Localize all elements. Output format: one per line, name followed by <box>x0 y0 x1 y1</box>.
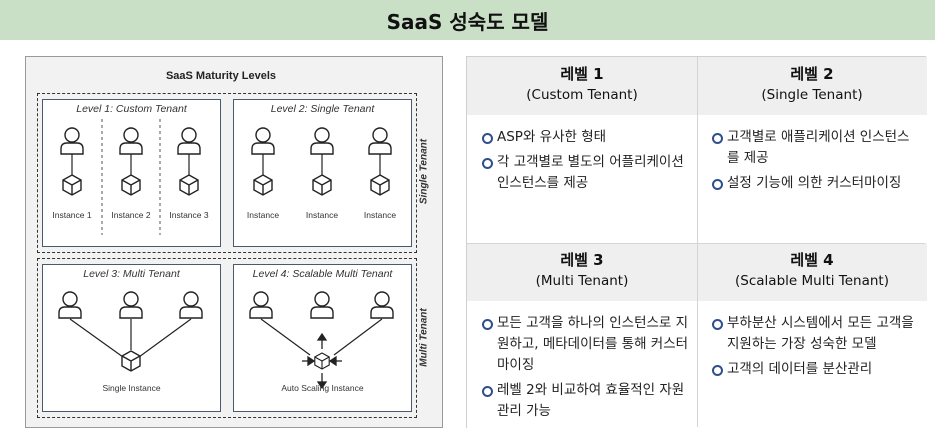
user-icon <box>60 127 84 155</box>
instance-label: Auto Scaling Instance <box>281 383 364 393</box>
cell-header: 레벨 2 (Single Tenant) <box>697 57 927 115</box>
user-icon <box>58 291 82 319</box>
cell-header: 레벨 1 (Custom Tenant) <box>467 57 697 115</box>
level-name: 레벨 2 <box>790 65 834 83</box>
level-1-icons <box>60 119 201 235</box>
cube-icon <box>121 350 141 372</box>
level-subtitle: (Scalable Multi Tenant) <box>735 273 889 289</box>
user-icon <box>251 127 275 155</box>
panel-title: Level 2: Single Tenant <box>270 103 375 115</box>
level-subtitle: (Custom Tenant) <box>526 87 638 103</box>
saas-maturity-diagram: SaaS Maturity Levels Single Tenant Multi… <box>25 56 443 428</box>
cell-header: 레벨 3 (Multi Tenant) <box>467 243 697 301</box>
level-4-icons <box>249 291 394 390</box>
user-icon <box>177 127 201 155</box>
level-2-cell: 레벨 2 (Single Tenant) 고객별로 애플리케이션 인스턴스를 제… <box>697 57 927 243</box>
cube-icon <box>314 352 330 370</box>
user-icon <box>179 291 203 319</box>
level-2-icons <box>251 127 392 196</box>
user-icon <box>368 127 392 155</box>
bullet-item: 부하분산 시스템에서 모든 고객을 지원하는 가장 성숙한 모델 <box>711 313 919 355</box>
user-icon <box>119 127 143 155</box>
level-subtitle: (Multi Tenant) <box>535 273 629 289</box>
user-icon <box>119 291 143 319</box>
bullet-item: 고객별로 애플리케이션 인스턴스를 제공 <box>711 127 919 169</box>
cube-icon <box>253 174 273 196</box>
instance-label: Instance 1 <box>52 210 92 220</box>
multi-tenant-group <box>37 258 417 418</box>
user-icon <box>310 127 334 155</box>
instance-label: Instance <box>305 210 339 220</box>
page-title: SaaS 성숙도 모델 <box>0 0 935 40</box>
diagram-icons <box>58 119 394 390</box>
cube-icon <box>179 174 199 196</box>
panel-title: Level 1: Custom Tenant <box>76 103 187 115</box>
level-name: 레벨 3 <box>560 251 604 269</box>
user-icon <box>370 291 394 319</box>
levels-grid: 레벨 1 (Custom Tenant) ASP와 유사한 형태 각 고객별로 … <box>466 56 927 429</box>
arrow-icon <box>302 332 342 390</box>
bullet-list: 부하분산 시스템에서 모든 고객을 지원하는 가장 성숙한 모델 고객의 데이터… <box>711 313 919 384</box>
instance-label: Single Instance <box>102 383 161 393</box>
level-name: 레벨 4 <box>790 251 834 269</box>
user-icon <box>310 291 334 319</box>
instance-label: Instance 3 <box>169 210 209 220</box>
panel-title: Level 4: Scalable Multi Tenant <box>252 268 393 280</box>
level-3-cell: 레벨 3 (Multi Tenant) 모든 고객을 하나의 인스턴스로 지원하… <box>467 243 697 429</box>
cell-header: 레벨 4 (Scalable Multi Tenant) <box>697 243 927 301</box>
bullet-item: 모든 고객을 하나의 인스턴스로 지원하고, 메타데이터를 통해 커스터마이징 <box>481 313 689 376</box>
bullet-item: ASP와 유사한 형태 <box>481 127 689 148</box>
bullet-list: 고객별로 애플리케이션 인스턴스를 제공 설정 기능에 의한 커스터마이징 <box>711 127 919 198</box>
level-subtitle: (Single Tenant) <box>761 87 863 103</box>
bullet-item: 설정 기능에 의한 커스터마이징 <box>711 173 919 194</box>
cube-icon <box>121 174 141 196</box>
bullet-item: 레벨 2와 비교하여 효율적인 자원관리 가능 <box>481 380 689 422</box>
cube-icon <box>62 174 82 196</box>
level-4-cell: 레벨 4 (Scalable Multi Tenant) 부하분산 시스템에서 … <box>697 243 927 429</box>
cube-icon <box>370 174 390 196</box>
bullet-item: 고객의 데이터를 분산관리 <box>711 359 919 380</box>
bullet-list: 모든 고객을 하나의 인스턴스로 지원하고, 메타데이터를 통해 커스터마이징 … <box>481 313 689 426</box>
bullet-list: ASP와 유사한 형태 각 고객별로 별도의 어플리케이션 인스턴스를 제공 <box>481 127 689 198</box>
instance-label: Instance <box>363 210 397 220</box>
grid-divider <box>697 57 698 427</box>
level-1-cell: 레벨 1 (Custom Tenant) ASP와 유사한 형태 각 고객별로 … <box>467 57 697 243</box>
level-3-icons <box>58 291 203 372</box>
cube-icon <box>312 174 332 196</box>
grid-divider <box>467 243 925 244</box>
level-name: 레벨 1 <box>560 65 604 83</box>
instance-label: Instance 2 <box>111 210 151 220</box>
bullet-item: 각 고객별로 별도의 어플리케이션 인스턴스를 제공 <box>481 152 689 194</box>
single-tenant-group <box>37 93 417 253</box>
diagram-title: SaaS Maturity Levels <box>165 70 277 82</box>
panel-title: Level 3: Multi Tenant <box>83 268 180 280</box>
user-icon <box>249 291 273 319</box>
instance-label: Instance <box>246 210 280 220</box>
